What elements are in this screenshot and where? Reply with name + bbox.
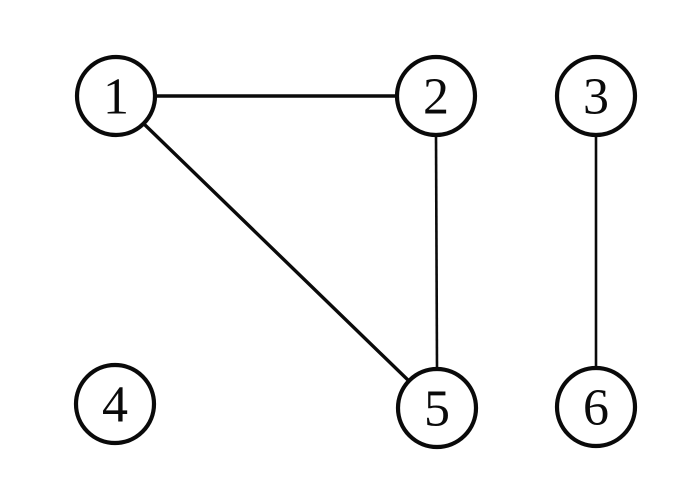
graph-node-4[interactable]: 4 [73,362,157,446]
nodes-layer: 1 2 3 4 5 6 [73,54,638,450]
graph-edge-1-5 [142,122,412,384]
node-label-4: 4 [102,377,128,434]
node-label-3: 3 [583,69,609,126]
graph-node-1[interactable]: 1 [74,54,158,138]
node-label-2: 2 [423,69,449,126]
graph-node-2[interactable]: 2 [394,54,478,138]
edges-layer [142,94,598,384]
graph-node-6[interactable]: 6 [554,365,638,449]
node-label-6: 6 [583,380,609,437]
graph-node-3[interactable]: 3 [554,54,638,138]
node-circle-4[interactable] [73,362,157,446]
node-circle-5[interactable] [395,366,479,450]
node-circle-1[interactable] [74,54,158,138]
node-circle-6[interactable] [554,365,638,449]
node-circle-2[interactable] [394,54,478,138]
graph-node-5[interactable]: 5 [395,366,479,450]
node-circle-3[interactable] [554,54,638,138]
node-label-1: 1 [103,69,129,126]
node-label-5: 5 [424,381,450,438]
graph-edge-2-5 [434,134,439,370]
